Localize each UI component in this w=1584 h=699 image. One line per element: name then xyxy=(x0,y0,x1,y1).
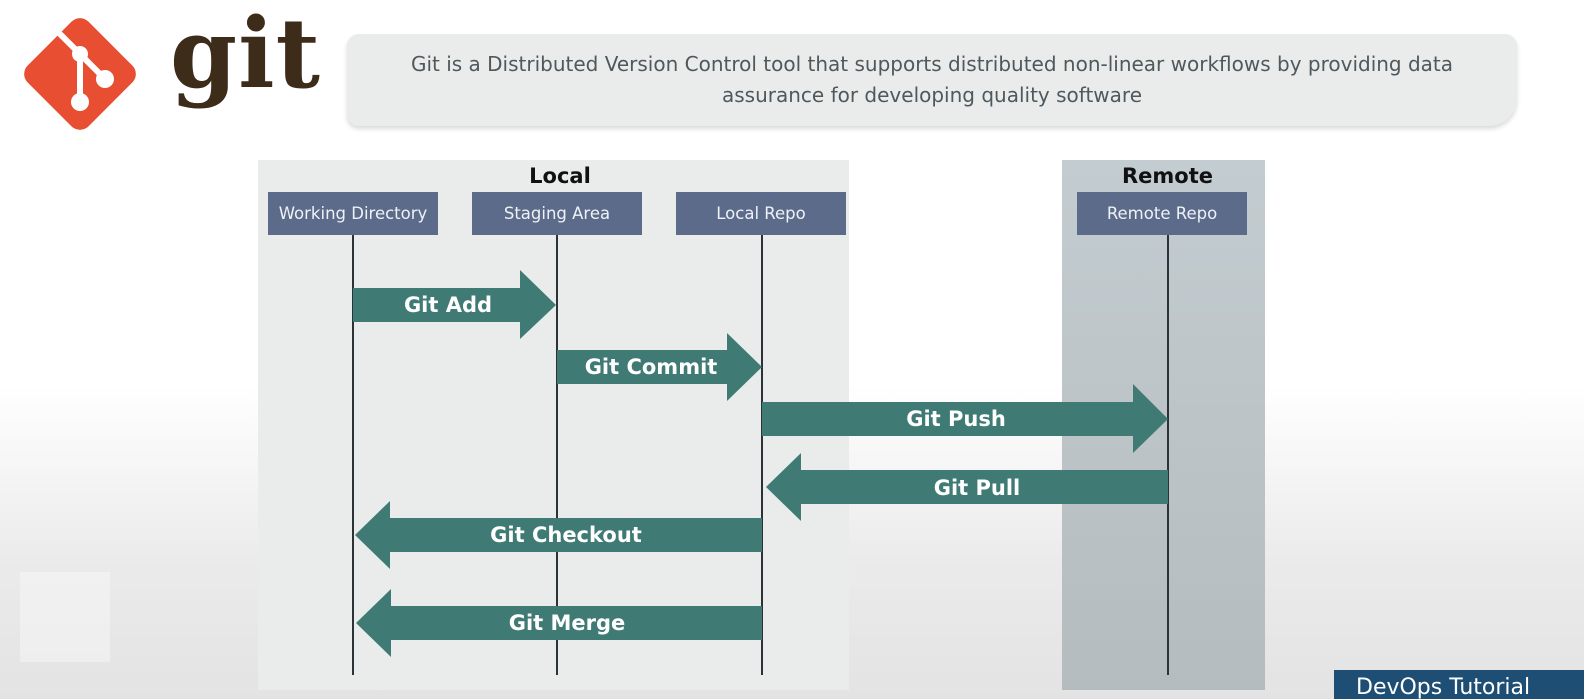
lane-header-local-repo: Local Repo xyxy=(676,192,846,235)
definition-banner: Git is a Distributed Version Control too… xyxy=(347,34,1517,126)
banner-text: Git is a Distributed Version Control too… xyxy=(410,52,1454,107)
git-diamond-icon xyxy=(24,18,136,130)
local-zone xyxy=(258,160,849,690)
flow-git-checkout-label: Git Checkout xyxy=(490,523,642,547)
local-zone-title: Local xyxy=(529,164,591,188)
flow-git-checkout: Git Checkout xyxy=(355,501,762,569)
flow-git-pull-label: Git Pull xyxy=(934,476,1021,500)
lifeline-working-directory xyxy=(352,235,354,675)
flow-git-merge: Git Merge xyxy=(356,589,762,657)
flow-git-pull: Git Pull xyxy=(766,453,1168,521)
flow-git-merge-label: Git Merge xyxy=(509,611,626,635)
flow-git-commit-label: Git Commit xyxy=(585,355,718,379)
lifeline-remote-repo xyxy=(1167,235,1169,675)
git-logo: git xyxy=(20,6,320,138)
faint-overlay-square xyxy=(20,572,110,662)
flow-git-add-label: Git Add xyxy=(404,293,492,317)
logo-wordmark: git xyxy=(170,0,321,110)
lifeline-staging-area xyxy=(556,235,558,675)
remote-zone-title: Remote xyxy=(1121,164,1213,188)
flow-git-push: Git Push xyxy=(762,384,1168,453)
devops-tutorial-badge: DevOps Tutorial xyxy=(1334,670,1584,699)
lane-header-staging-area: Staging Area xyxy=(472,192,642,235)
lane-header-working-directory: Working Directory xyxy=(268,192,438,235)
flow-git-commit: Git Commit xyxy=(557,333,762,401)
flow-git-add: Git Add xyxy=(353,270,556,339)
lane-header-remote-repo: Remote Repo xyxy=(1077,192,1247,235)
flow-git-push-label: Git Push xyxy=(906,407,1006,431)
lifeline-local-repo xyxy=(761,235,763,675)
badge-text: DevOps Tutorial xyxy=(1356,675,1531,699)
